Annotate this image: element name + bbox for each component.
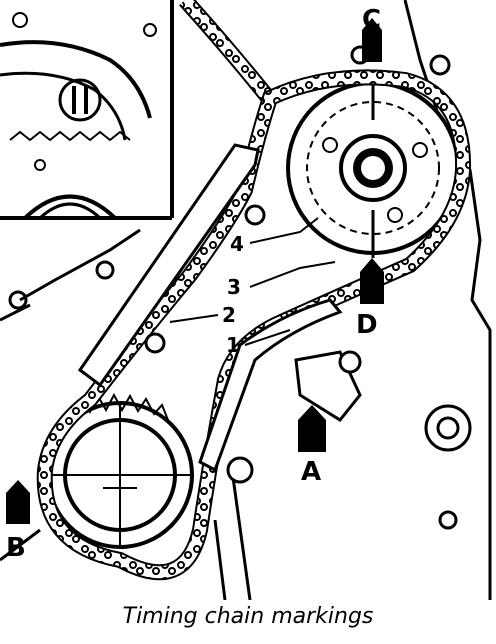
marker-c-label: C bbox=[362, 5, 381, 35]
inset-detail bbox=[0, 0, 174, 220]
figure-caption: Timing chain markings bbox=[122, 604, 374, 629]
marker-b-label: B bbox=[6, 533, 26, 563]
callout-leaders bbox=[169, 217, 336, 346]
callout-1-label: 1 bbox=[226, 333, 240, 357]
chain-guide-left bbox=[77, 143, 266, 388]
marker-d-label: D bbox=[356, 310, 378, 340]
callout-2-label: 2 bbox=[222, 303, 236, 327]
timing-chain-diagram: C D A B 4 3 2 1 bbox=[0, 0, 492, 600]
callout-4-label: 4 bbox=[230, 232, 244, 256]
callout-3-label: 3 bbox=[227, 275, 241, 299]
camshaft-sprocket bbox=[286, 80, 460, 258]
timing-mark-arrow-c bbox=[362, 18, 382, 62]
chain-tensioner-rail bbox=[198, 298, 362, 484]
marker-a-label: A bbox=[301, 457, 321, 487]
timing-mark-arrow-d bbox=[360, 258, 384, 304]
timing-mark-arrow-a bbox=[298, 405, 326, 452]
engine-housing bbox=[0, 0, 492, 600]
timing-mark-arrow-b bbox=[6, 480, 30, 524]
crankshaft-sprocket bbox=[46, 392, 194, 549]
